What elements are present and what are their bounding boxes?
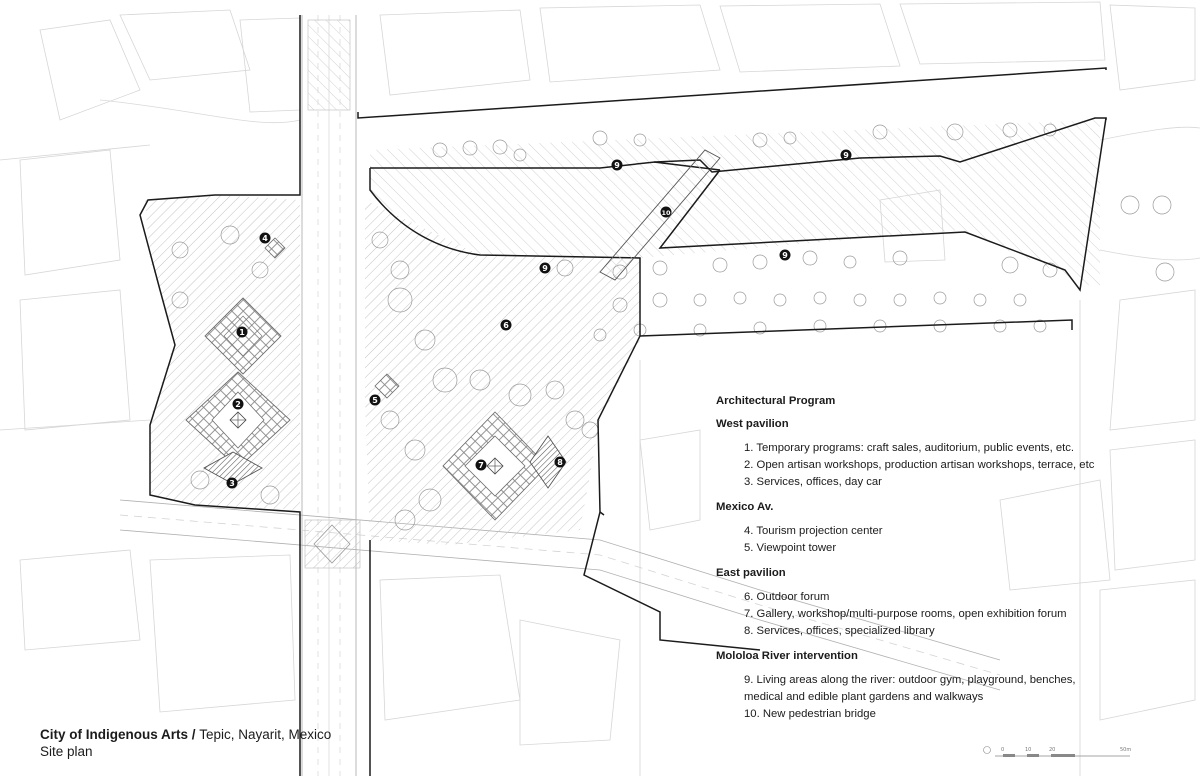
marker-3: 3 <box>226 477 238 489</box>
mexico-avenue <box>301 15 357 776</box>
marker-10: 10 <box>660 206 672 218</box>
section-east-pavilion: East pavilion <box>716 567 786 579</box>
river-corridor <box>99 99 1200 290</box>
trees <box>171 122 1175 531</box>
program-item: 7. Gallery, workshop/multi-purpose rooms… <box>744 608 1067 620</box>
caption-subtitle: Site plan <box>40 744 93 759</box>
svg-text:5: 5 <box>372 396 378 405</box>
svg-text:9: 9 <box>542 264 548 273</box>
scale-bar: 0 10 20 50m <box>983 746 1131 757</box>
program-item: 8. Services, offices, specialized librar… <box>744 625 935 637</box>
program-item: 2. Open artisan workshops, production ar… <box>744 459 1095 471</box>
marker-4: 4 <box>259 232 271 244</box>
marker-6: 6 <box>500 319 512 331</box>
marker-9c: 9 <box>539 262 551 274</box>
svg-text:4: 4 <box>262 234 268 243</box>
program-item: 4. Tourism projection center <box>744 525 883 537</box>
caption-title: City of Indigenous Arts <box>40 727 188 742</box>
scale-label-10: 10 <box>1025 747 1031 753</box>
svg-text:3: 3 <box>229 479 235 488</box>
svg-text:9: 9 <box>614 161 620 170</box>
svg-text:10: 10 <box>661 209 671 217</box>
caption-separator: / <box>188 727 200 742</box>
marker-1: 1 <box>236 326 248 338</box>
svg-text:2: 2 <box>235 400 241 409</box>
program-item: 9. Living areas along the river: outdoor… <box>744 674 1076 686</box>
marker-2: 2 <box>232 398 244 410</box>
program-markers: 1 2 3 4 5 6 7 8 9 9 9 9 10 <box>226 149 852 489</box>
marker-9d: 9 <box>779 249 791 261</box>
scale-label-0: 0 <box>1001 747 1004 753</box>
program-item: medical and edible plant gardens and wal… <box>744 691 984 703</box>
caption-title-line: City of Indigenous Arts / Tepic, Nayarit… <box>40 726 331 743</box>
marker-7: 7 <box>475 459 487 471</box>
pedestrian-bridge <box>599 149 721 281</box>
program-item: 10. New pedestrian bridge <box>744 708 876 720</box>
east-pavilion-items: 6. Outdoor forum 7. Gallery, workshop/mu… <box>716 589 1116 640</box>
marker-5: 5 <box>369 394 381 406</box>
scale-label-50m: 50m <box>1120 747 1131 753</box>
mololoa-river-items: 9. Living areas along the river: outdoor… <box>716 672 1116 723</box>
west-pavilion-site <box>145 195 300 510</box>
svg-text:8: 8 <box>557 458 563 467</box>
marker-9b: 9 <box>840 149 852 161</box>
svg-text:7: 7 <box>478 461 484 470</box>
program-item: 3. Services, offices, day car <box>744 476 882 488</box>
svg-text:9: 9 <box>843 151 849 160</box>
caption-location: Tepic, Nayarit, Mexico <box>199 727 332 742</box>
boundary-lines <box>139 15 1107 776</box>
section-west-pavilion: West pavilion <box>716 418 789 430</box>
mexico-av-items: 4. Tourism projection center 5. Viewpoin… <box>716 523 1116 557</box>
svg-text:1: 1 <box>239 328 245 337</box>
svg-text:9: 9 <box>782 251 788 260</box>
section-mexico-av: Mexico Av. <box>716 501 774 513</box>
program-heading: Architectural Program <box>716 395 836 407</box>
svg-text:6: 6 <box>503 321 509 330</box>
program-item: 6. Outdoor forum <box>744 591 830 603</box>
map-caption: City of Indigenous Arts / Tepic, Nayarit… <box>40 726 331 760</box>
program-item: 1. Temporary programs: craft sales, audi… <box>744 442 1075 454</box>
east-pavilion-site <box>365 200 640 545</box>
section-mololoa-river: Mololoa River intervention <box>716 650 858 662</box>
cross-avenue <box>119 499 1001 691</box>
marker-8: 8 <box>554 456 566 468</box>
program-item: 5. Viewpoint tower <box>744 542 837 554</box>
scale-label-20: 20 <box>1049 747 1055 753</box>
west-pavilion-items: 1. Temporary programs: craft sales, audi… <box>716 440 1116 491</box>
marker-9a: 9 <box>611 159 623 171</box>
architectural-program-legend: Architectural Program West pavilion 1. T… <box>716 393 1116 731</box>
